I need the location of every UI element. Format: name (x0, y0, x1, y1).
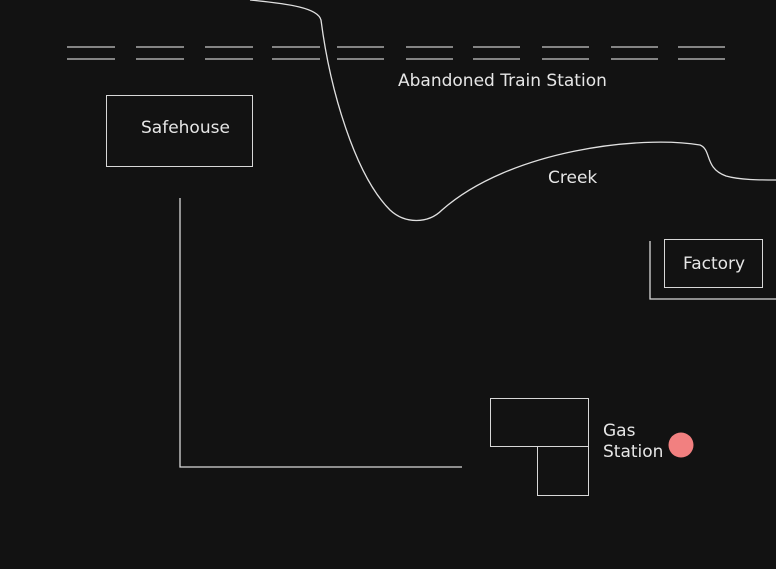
factory-building[interactable] (664, 239, 763, 288)
gas-station-label-line2: Station (603, 442, 664, 462)
factory-wall (649, 241, 776, 300)
gas-station-label: Gas Station (603, 421, 663, 463)
creek-path (249, 0, 776, 222)
railway-track-icon (67, 46, 725, 60)
safehouse-label: Safehouse (141, 118, 230, 138)
current-location-marker-icon[interactable] (668, 432, 694, 458)
train-station-label: Abandoned Train Station (398, 71, 607, 91)
gas-station-annex[interactable] (537, 446, 589, 496)
factory-label: Factory (683, 254, 746, 274)
safehouse-building[interactable] (106, 95, 253, 167)
gas-station-label-line1: Gas (603, 421, 636, 441)
creek-label: Creek (548, 168, 598, 188)
gas-station-building[interactable] (490, 398, 589, 447)
road-path (179, 198, 462, 468)
